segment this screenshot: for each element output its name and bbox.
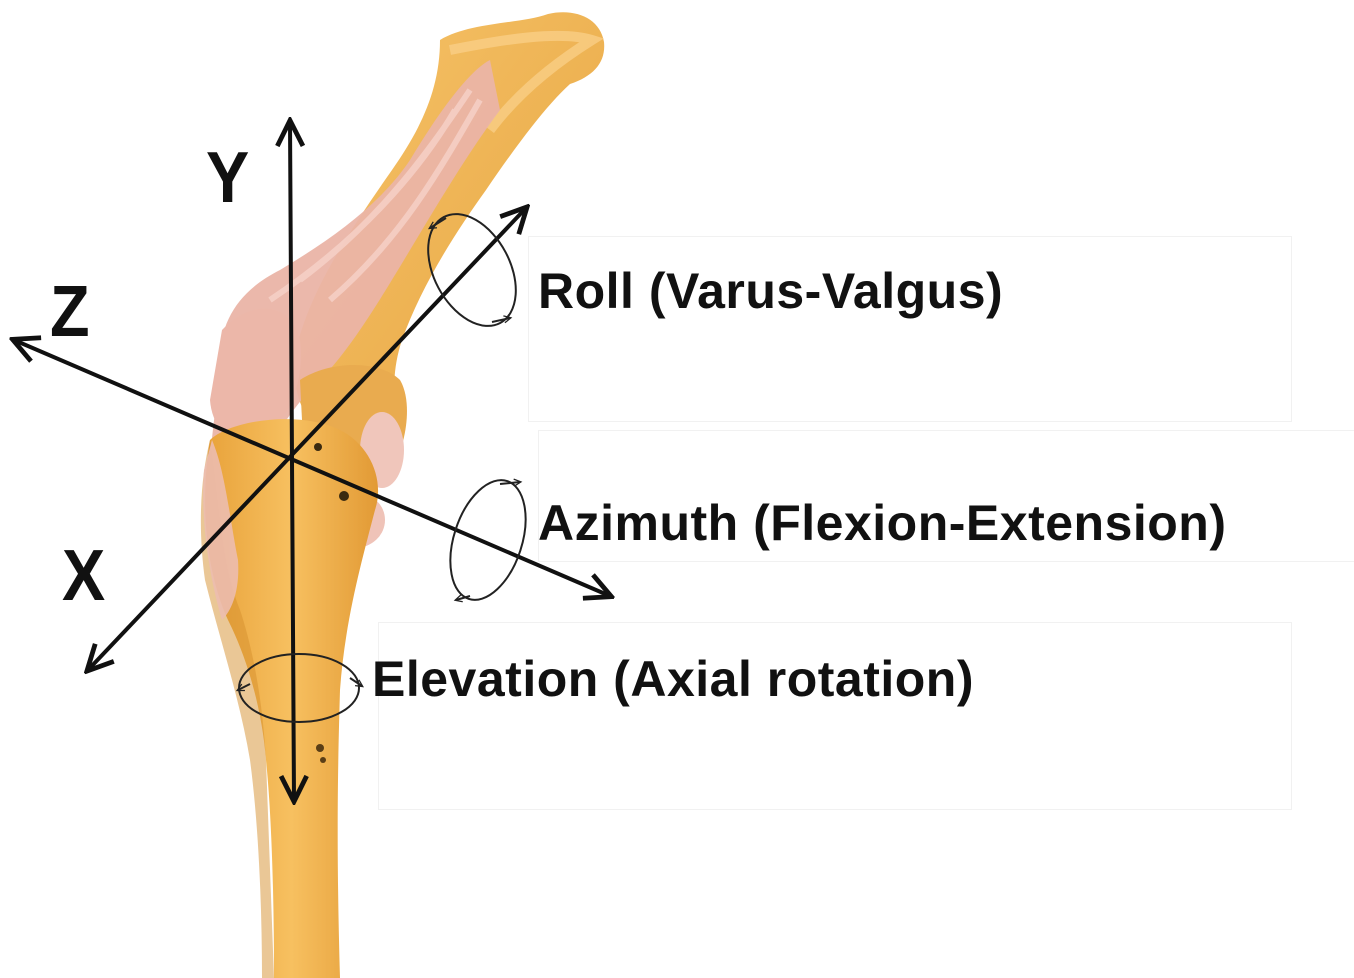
y-axis-label: Y [206, 142, 249, 214]
x-axis-label: X [62, 540, 105, 612]
azimuth-rotation-ellipse [437, 471, 540, 610]
roll-label: Roll (Varus-Valgus) [538, 266, 1003, 316]
bone-mark [320, 757, 326, 763]
azimuth-label: Azimuth (Flexion-Extension) [538, 498, 1227, 548]
z-axis-label: Z [50, 276, 90, 348]
bone-mark [316, 744, 324, 752]
bone-mark [314, 443, 322, 451]
azimuth-rotation-arrow [500, 482, 520, 484]
elevation-label: Elevation (Axial rotation) [372, 654, 974, 704]
bone-mark [339, 491, 349, 501]
